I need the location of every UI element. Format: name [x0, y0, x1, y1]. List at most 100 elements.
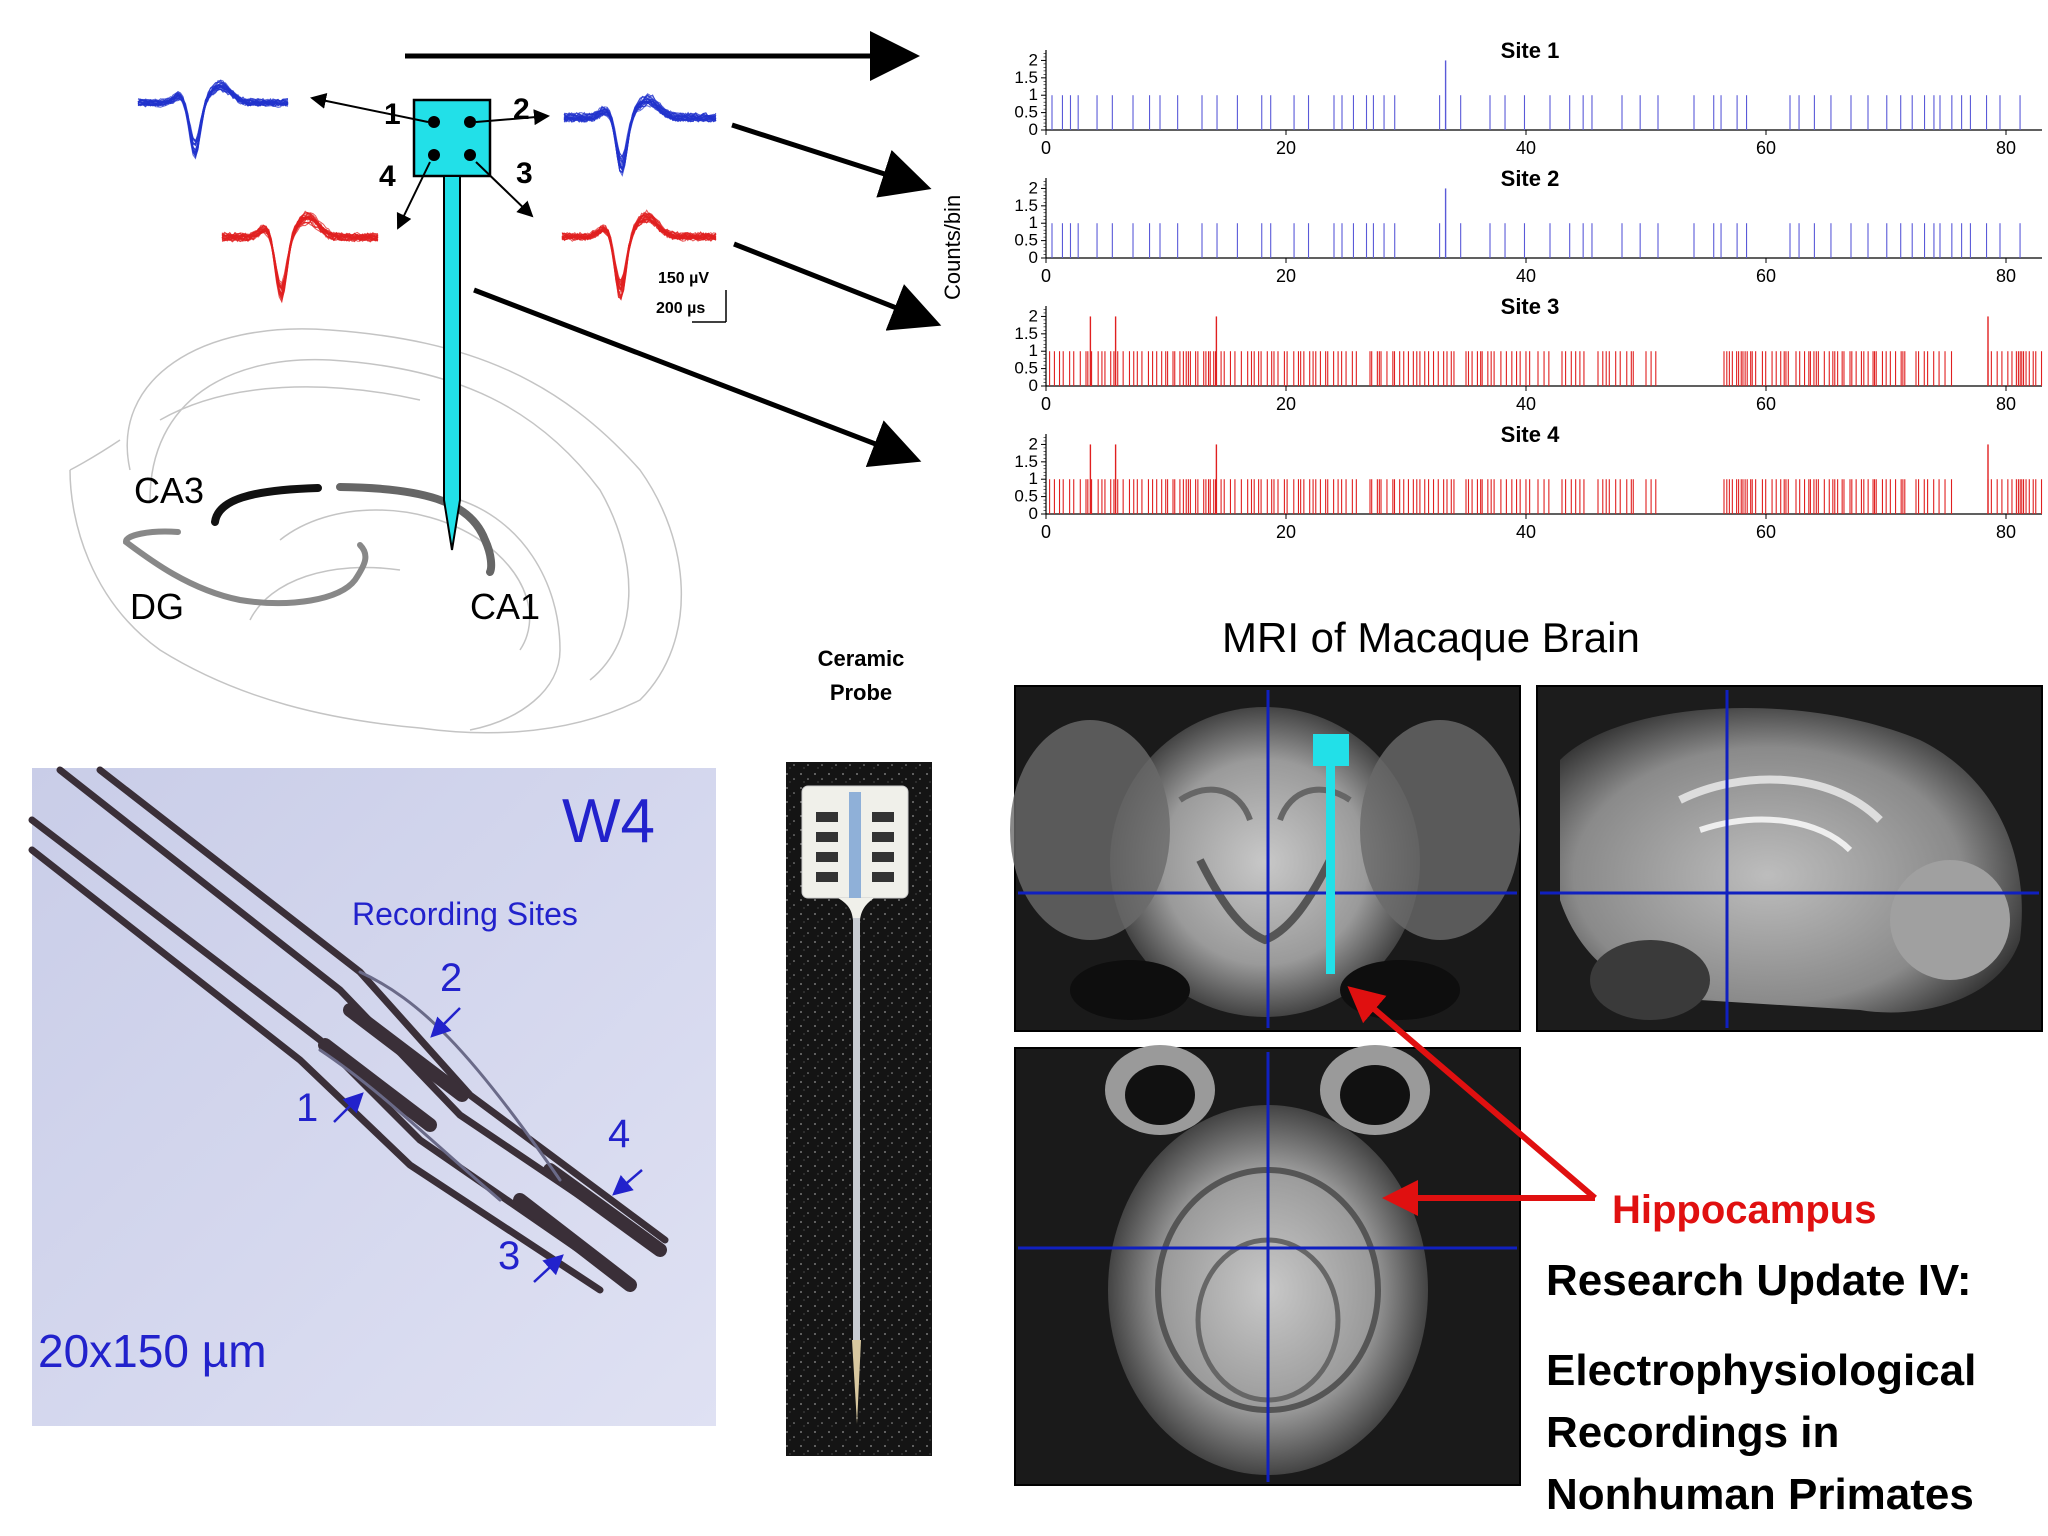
- raster-x-tick-label: 0: [1041, 394, 1051, 414]
- probe-site-4-label: 4: [379, 160, 396, 193]
- mri-axial-panel: [1014, 1045, 1521, 1486]
- raster-x-tick-label: 60: [1756, 522, 1776, 542]
- mri-probe-shaft: [1326, 766, 1335, 974]
- raster-y-tick-label: 1: [1029, 341, 1038, 360]
- dg-label: DG: [130, 586, 184, 627]
- raster-x-tick-label: 40: [1516, 138, 1536, 158]
- scale-voltage-label: 150 µV: [658, 270, 710, 287]
- mapping-arrows: [405, 31, 942, 468]
- waveform-site-4: [221, 210, 379, 304]
- raster-x-tick-label: 0: [1041, 266, 1051, 286]
- raster-y-tick-label: 0: [1029, 248, 1038, 267]
- raster-spikes: [1049, 316, 2043, 386]
- raster-x-tick-label: 40: [1516, 522, 1536, 542]
- micro-site-3-label: 3: [498, 1234, 521, 1278]
- scale-bar: [692, 290, 727, 323]
- waveform-site-2: [563, 93, 717, 177]
- recording-site-2: [464, 116, 476, 128]
- recording-site-3: [464, 149, 476, 161]
- raster-title: Site 2: [1501, 166, 1560, 191]
- brain-slice-outline: [69, 328, 683, 734]
- raster-y-tick-label: 0.5: [1014, 487, 1038, 506]
- raster-y-tick-label: 0: [1029, 504, 1038, 523]
- raster-y-tick-label: 1: [1029, 213, 1038, 232]
- raster-y-tick-label: 0: [1029, 120, 1038, 139]
- raster-x-tick-label: 40: [1516, 394, 1536, 414]
- dg-region: [123, 528, 369, 607]
- raster-y-tick-label: 0.5: [1014, 103, 1038, 122]
- raster-y-tick-label: 2: [1029, 178, 1038, 197]
- raster-ylabel: Counts/bin: [940, 194, 965, 300]
- ca1-region: [336, 483, 496, 576]
- probe-site-1-label: 1: [384, 98, 401, 131]
- raster-x-tick-label: 40: [1516, 266, 1536, 286]
- raster-y-tick-label: 1.5: [1014, 324, 1038, 343]
- raster-title: Site 4: [1501, 422, 1560, 447]
- raster-y-tick-label: 1.5: [1014, 68, 1038, 87]
- probe-site-2-label: 2: [513, 93, 530, 126]
- raster-x-tick-label: 80: [1996, 394, 2016, 414]
- mri-title: MRI of Macaque Brain: [1222, 614, 1640, 661]
- ca3-region: [211, 484, 322, 526]
- raster-x-tick-label: 0: [1041, 138, 1051, 158]
- heading-line-1: Research Update IV:: [1546, 1256, 1972, 1305]
- hippocampus-label: Hippocampus: [1612, 1188, 1877, 1232]
- probe-shaft: [443, 175, 461, 551]
- raster-y-tick-label: 1: [1029, 85, 1038, 104]
- recording-site-4: [428, 149, 440, 161]
- raster-y-tick-label: 0.5: [1014, 231, 1038, 250]
- raster-x-tick-label: 80: [1996, 522, 2016, 542]
- heading-line-4: Nonhuman Primates: [1546, 1470, 1974, 1519]
- raster-spikes: [1051, 60, 2021, 130]
- microscope-scale-label: 20x150 µm: [38, 1325, 267, 1377]
- waveform-site-3: [561, 209, 717, 301]
- micro-site-4-label: 4: [608, 1112, 631, 1156]
- raster-y-tick-label: 0.5: [1014, 359, 1038, 378]
- raster-y-tick-label: 2: [1029, 434, 1038, 453]
- raster-x-tick-label: 20: [1276, 394, 1296, 414]
- heading-line-3: Recordings in: [1546, 1408, 1840, 1457]
- raster-x-tick-label: 80: [1996, 138, 2016, 158]
- raster-x-tick-label: 60: [1756, 266, 1776, 286]
- microscope-title: W4: [562, 787, 655, 856]
- heading-line-2: Electrophysiological: [1546, 1346, 1977, 1395]
- raster-x-tick-label: 20: [1276, 266, 1296, 286]
- silicon-probe: [310, 93, 550, 551]
- mri-probe-head: [1313, 734, 1349, 766]
- raster-y-tick-label: 2: [1029, 306, 1038, 325]
- recording-site-1: [428, 116, 440, 128]
- raster-title: Site 3: [1501, 294, 1560, 319]
- raster-x-tick-label: 80: [1996, 266, 2016, 286]
- ca3-label: CA3: [134, 470, 205, 511]
- raster-spikes: [1051, 188, 2021, 258]
- raster-x-tick-label: 0: [1041, 522, 1051, 542]
- probe-site-3-label: 3: [516, 157, 533, 190]
- microscope-image: [28, 766, 716, 1426]
- raster-y-tick-label: 1.5: [1014, 452, 1038, 471]
- mri-coronal-panel: [1010, 685, 1521, 1032]
- hippocampus-arrows: [1347, 986, 1597, 1216]
- raster-y-tick-label: 1: [1029, 469, 1038, 488]
- raster-title: Site 1: [1501, 38, 1560, 63]
- micro-site-2-label: 2: [440, 956, 463, 1000]
- ceramic-label-line1: Ceramic: [817, 646, 905, 671]
- mri-sagittal-panel: [1536, 685, 2043, 1032]
- raster-x-tick-label: 20: [1276, 138, 1296, 158]
- raster-x-tick-label: 60: [1756, 138, 1776, 158]
- waveform-site-1: [137, 79, 289, 160]
- recording-sites-label: Recording Sites: [352, 896, 578, 932]
- raster-x-tick-label: 60: [1756, 394, 1776, 414]
- raster-y-tick-label: 1.5: [1014, 196, 1038, 215]
- raster-x-tick-label: 20: [1276, 522, 1296, 542]
- hippocampus-regions: [123, 483, 496, 607]
- micro-site-1-label: 1: [296, 1086, 319, 1130]
- raster-y-tick-label: 0: [1029, 376, 1038, 395]
- spike-waveforms: [137, 79, 717, 304]
